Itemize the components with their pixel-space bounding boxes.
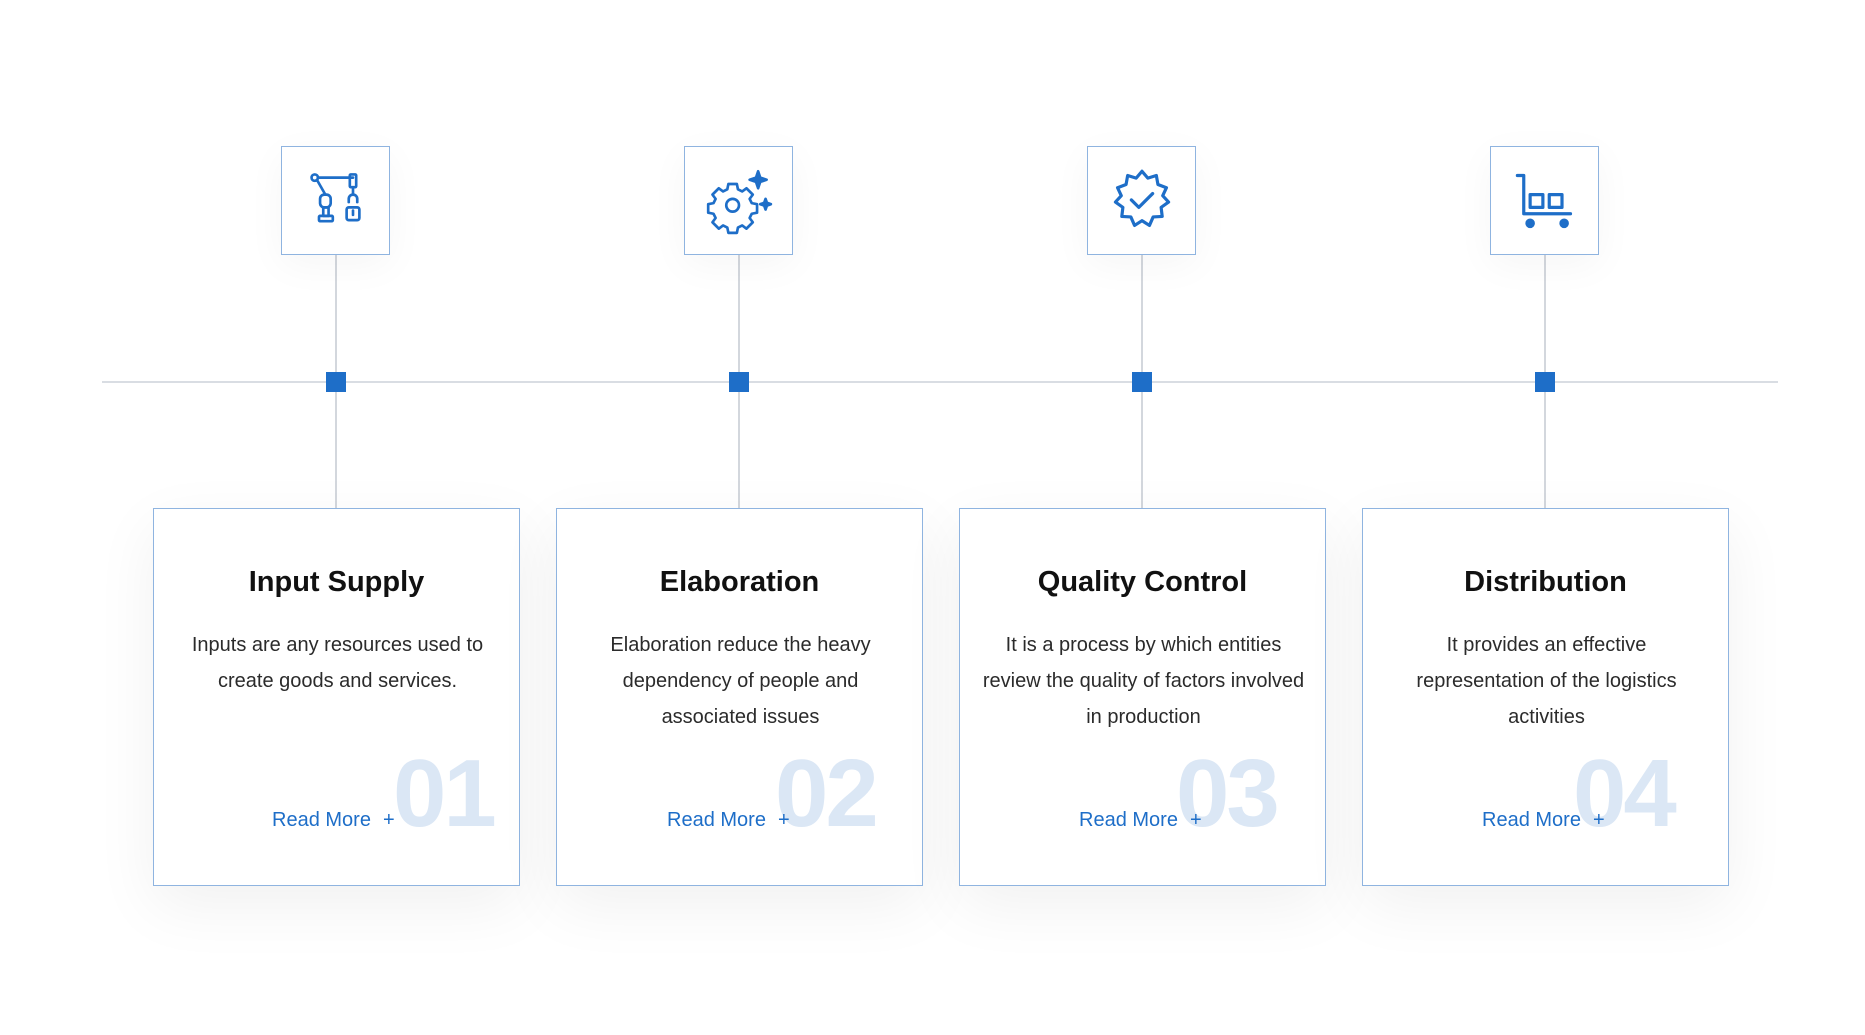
cart-icon (1515, 173, 1572, 228)
card-title: Distribution (1464, 566, 1627, 598)
read-more-label: Read More (1482, 809, 1581, 831)
read-more-link[interactable]: Read More + (1482, 809, 1605, 832)
step-number: 03 (1176, 740, 1280, 847)
step-number: 04 (1573, 740, 1677, 847)
read-more-label: Read More (667, 809, 766, 831)
plus-icon: + (1189, 809, 1202, 831)
gear-sparkle-icon (706, 169, 772, 234)
icon-box (1490, 146, 1599, 255)
icon-box (1087, 146, 1196, 255)
card-title: Input Supply (248, 566, 425, 598)
icon-box (281, 146, 390, 255)
read-more-link[interactable]: Read More + (272, 809, 395, 832)
plus-icon: + (777, 809, 790, 831)
icon-box (684, 146, 793, 255)
timeline-line (102, 381, 1778, 383)
read-more-link[interactable]: Read More + (667, 809, 790, 832)
step-number: 02 (775, 740, 879, 847)
timeline-node (729, 372, 749, 392)
timeline-node (1132, 372, 1152, 392)
timeline-node (1535, 372, 1555, 392)
card-description: Elaboration reduce the heavy dependency … (610, 634, 871, 728)
process-step-distribution: Distribution It provides an effective re… (1362, 0, 1729, 1035)
card-description: Inputs are any resources used to create … (191, 634, 484, 692)
process-step-elaboration: Elaboration Elaboration reduce the heavy… (556, 0, 923, 1035)
step-number: 01 (393, 740, 497, 847)
step-card: Elaboration Elaboration reduce the heavy… (556, 508, 923, 886)
plus-icon: + (382, 809, 395, 831)
plus-icon: + (1592, 809, 1605, 831)
robotic-arm-icon (309, 172, 361, 223)
card-title: Quality Control (1037, 566, 1248, 598)
card-title: Elaboration (659, 566, 820, 598)
timeline-node (326, 372, 346, 392)
card-description: It provides an effective representation … (1416, 634, 1677, 728)
read-more-link[interactable]: Read More + (1079, 809, 1202, 832)
card-description: It is a process by which entities review… (982, 634, 1305, 728)
read-more-label: Read More (1079, 809, 1178, 831)
verified-badge-icon (1113, 169, 1170, 227)
process-step-quality-control: Quality Control It is a process by which… (959, 0, 1326, 1035)
step-card: Quality Control It is a process by which… (959, 508, 1326, 886)
process-step-input-supply: Input Supply Inputs are any resources us… (153, 0, 520, 1035)
read-more-label: Read More (272, 809, 371, 831)
step-card: Distribution It provides an effective re… (1362, 508, 1729, 886)
step-card: Input Supply Inputs are any resources us… (153, 508, 520, 886)
